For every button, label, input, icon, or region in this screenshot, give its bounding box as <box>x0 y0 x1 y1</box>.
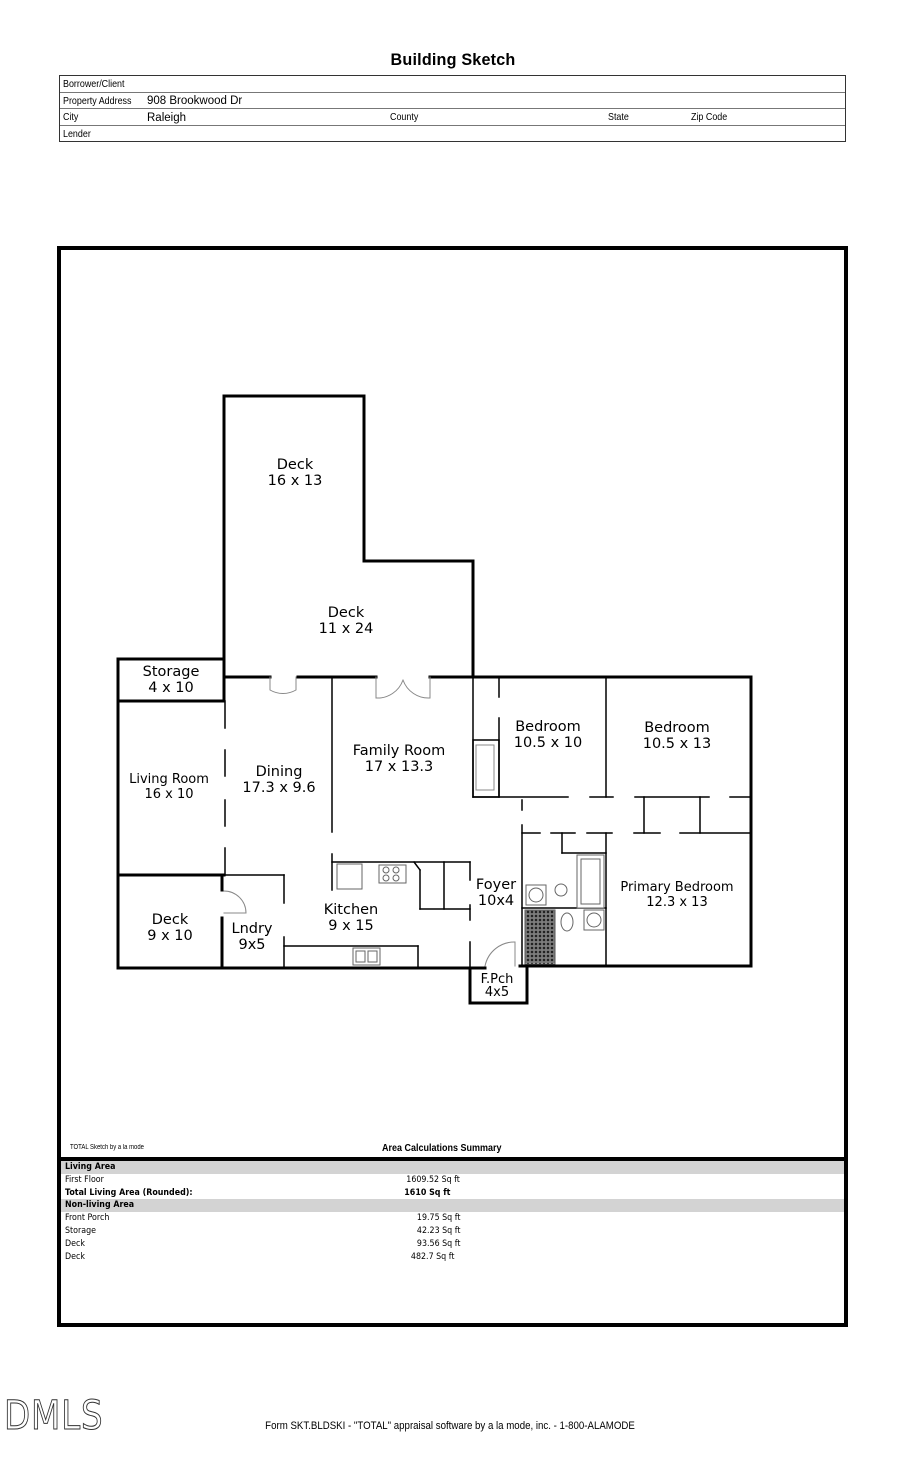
city-label: City <box>63 111 79 123</box>
row-label: Front Porch <box>65 1213 110 1224</box>
summary-divider <box>57 1157 848 1161</box>
watermark-text: DMLS <box>4 1393 104 1440</box>
row-value: 1610 Sq ft <box>403 1187 450 1198</box>
front-porch-outline <box>468 964 529 1005</box>
row-label: Storage <box>65 1225 96 1236</box>
room-dims: 11 x 24 <box>318 621 374 637</box>
row-value: 93.56 Sq ft <box>416 1238 460 1249</box>
lender-row: Lender <box>60 126 845 143</box>
row-value: 1609.52 Sq ft <box>406 1174 460 1185</box>
total-living-row: Total Living Area (Rounded): 1610 Sq ft <box>61 1187 844 1200</box>
address-label: Property Address <box>63 94 132 107</box>
room-name: Lndry <box>231 921 273 937</box>
living-area-header: Living Area <box>61 1161 844 1174</box>
room-name: Primary Bedroom <box>620 880 734 895</box>
room-name: Storage <box>142 664 200 680</box>
sketch-frame <box>57 246 848 1327</box>
row-label: Total Living Area (Rounded): <box>65 1187 193 1198</box>
property-header-table: Borrower/Client Property Address 908 Bro… <box>59 75 846 142</box>
room-dims: 10.5 x 10 <box>513 735 583 751</box>
cooktop-icon <box>378 864 407 884</box>
room-dims: 9 x 15 <box>328 918 374 934</box>
room-name: F.Pch <box>480 972 514 987</box>
nonliving-area-header: Non-living Area <box>61 1199 844 1213</box>
table-row: First Floor 1609.52 Sq ft <box>61 1174 844 1187</box>
dmls-watermark-logo: DMLS <box>4 1393 104 1440</box>
room-name: Deck <box>327 605 365 621</box>
deck-outline <box>222 394 475 679</box>
room-name: Deck <box>151 912 189 928</box>
zip-label: Zip Code <box>691 111 728 123</box>
room-dims: 4 x 10 <box>148 680 194 696</box>
shower-icon <box>524 909 556 965</box>
city-row: City Raleigh County State Zip Code <box>60 109 845 126</box>
room-dims: 12.3 x 13 <box>646 895 708 910</box>
city-value: Raleigh <box>147 112 186 124</box>
room-name: Deck <box>276 457 314 473</box>
area-summary-table: Living Area First Floor 1609.52 Sq ft Tot… <box>61 1161 844 1263</box>
row-label: First Floor <box>65 1174 104 1185</box>
sketch-credit: TOTAL Sketch by a la mode <box>70 1144 144 1151</box>
row-value: 19.75 Sq ft <box>416 1213 460 1224</box>
room-dims: 16 x 10 <box>144 787 194 802</box>
room-dims: 16 x 13 <box>267 473 323 489</box>
room-name: Living Room <box>129 772 209 787</box>
storage-outline <box>116 657 226 703</box>
room-dims: 10.5 x 13 <box>642 736 712 752</box>
room-name: Dining <box>255 764 303 780</box>
borrower-label: Borrower/Client <box>63 78 125 90</box>
room-dims: 10x4 <box>477 893 515 909</box>
lender-label: Lender <box>63 127 91 140</box>
document-title: Building Sketch <box>390 50 516 69</box>
room-name: Bedroom <box>515 719 581 735</box>
summary-title: Area Calculations Summary <box>382 1143 502 1154</box>
row-label: Deck <box>65 1238 85 1249</box>
table-row: Deck 93.56 Sq ft <box>61 1238 844 1251</box>
room-name: Kitchen <box>323 902 379 918</box>
form-footer: Form SKT.BLDSKI - "TOTAL" appraisal soft… <box>265 1420 635 1432</box>
room-dims: 9 x 10 <box>147 928 193 944</box>
room-dims: 17 x 13.3 <box>364 759 434 775</box>
table-row: Storage 42.23 Sq ft <box>61 1225 844 1238</box>
section-label: Non-living Area <box>65 1200 135 1211</box>
room-dims: 4x5 <box>484 985 510 1000</box>
room-name: Family Room <box>352 743 446 759</box>
row-value: 482.7 Sq ft <box>410 1251 454 1262</box>
table-row: Front Porch 19.75 Sq ft <box>61 1212 844 1225</box>
toilet-icon <box>554 883 568 897</box>
borrower-row: Borrower/Client <box>60 76 845 93</box>
county-label: County <box>390 111 419 123</box>
row-label: Deck <box>65 1251 85 1262</box>
room-name: Foyer <box>475 877 517 893</box>
room-dims: 9x5 <box>238 937 266 953</box>
section-label: Living Area <box>65 1162 116 1172</box>
room-dims: 17.3 x 9.6 <box>242 780 316 796</box>
address-value: 908 Brookwood Dr <box>147 94 243 107</box>
table-row: Deck 482.7 Sq ft <box>61 1251 844 1264</box>
row-value: 42.23 Sq ft <box>416 1225 460 1236</box>
state-label: State <box>608 111 629 123</box>
address-row: Property Address 908 Brookwood Dr <box>60 93 845 109</box>
room-name: Bedroom <box>644 720 710 736</box>
